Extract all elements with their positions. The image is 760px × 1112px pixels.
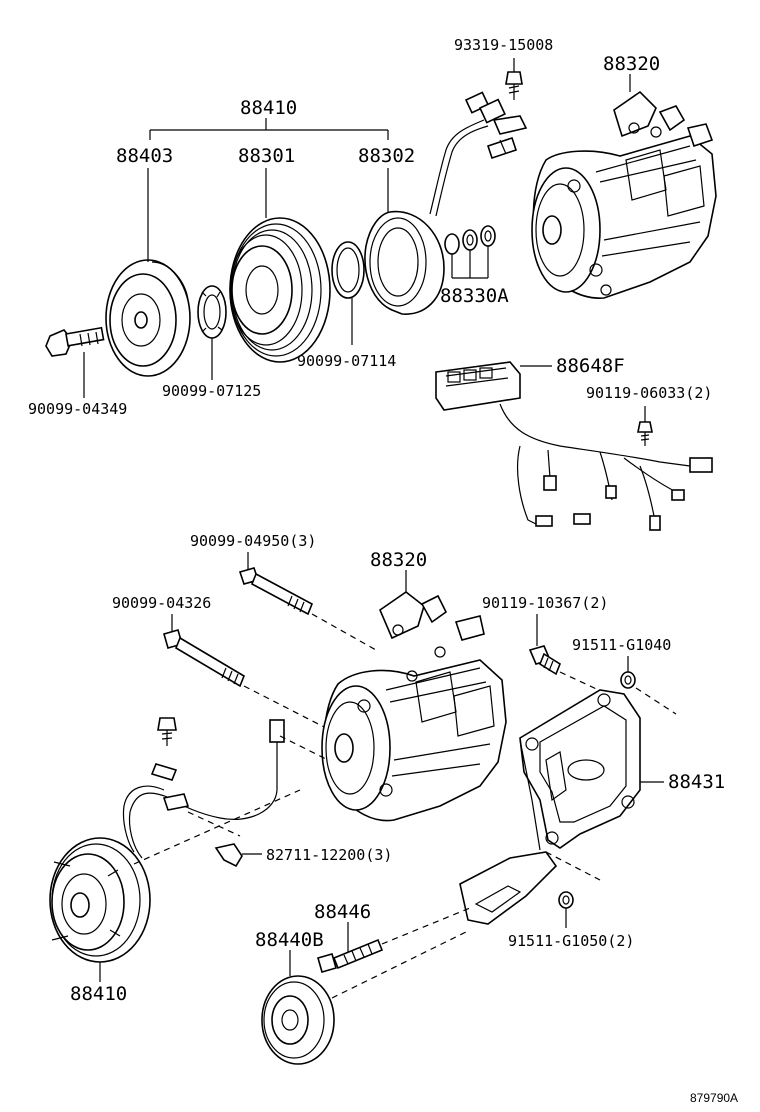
label-88301: 88301 — [238, 145, 295, 167]
nut-91511-g1040[interactable] — [620, 671, 636, 689]
bracket-88431[interactable] — [519, 689, 641, 849]
dash-clutch-top — [279, 735, 329, 761]
connector-88648f[interactable] — [435, 361, 521, 411]
label-90119-10367: 90119-10367(2) — [482, 594, 608, 612]
label-90119-06033: 90119-06033(2) — [586, 384, 712, 402]
bracket-88410-group — [149, 118, 389, 140]
bolt-93319-15008[interactable] — [505, 71, 523, 100]
field-coil-88302[interactable] — [364, 210, 445, 315]
label-88320-top: 88320 — [603, 53, 660, 75]
bolt-90099-04349[interactable] — [45, 326, 105, 357]
dash-88440b — [331, 929, 471, 999]
label-93319-15008: 93319-15008 — [454, 36, 553, 54]
label-91511-g1050: 91511-G1050(2) — [508, 932, 634, 950]
compressor-88320-middle[interactable] — [321, 591, 507, 822]
dash-91511-g1040 — [635, 687, 677, 715]
bolt-90119-06033[interactable] — [637, 421, 653, 446]
dash-88446 — [381, 907, 471, 945]
label-90099-04349: 90099-04349 — [28, 400, 127, 418]
dash-clutch-88410 — [133, 789, 301, 865]
label-88302: 88302 — [358, 145, 415, 167]
label-88648f: 88648F — [556, 355, 625, 377]
label-88431: 88431 — [668, 771, 725, 793]
idler-pulley-88440b[interactable] — [261, 975, 335, 1065]
bolt-90119-10367[interactable] — [528, 645, 561, 676]
shims-88330a[interactable] — [444, 225, 496, 255]
clip-82711-12200[interactable] — [214, 843, 243, 868]
compressor-88320-top[interactable] — [531, 90, 717, 299]
wire-harness — [499, 403, 713, 531]
leader-88330a — [451, 246, 489, 279]
bolt-90099-04326[interactable] — [163, 629, 245, 688]
label-90099-07114: 90099-07114 — [297, 352, 396, 370]
label-91511-g1040: 91511-G1040 — [572, 636, 671, 654]
label-88410-bottom: 88410 — [70, 983, 127, 1005]
coil-wire-harness — [429, 91, 528, 217]
clutch-hub-88403[interactable] — [105, 259, 191, 377]
label-88440b: 88440B — [255, 929, 324, 951]
bolt-90099-04950[interactable] — [238, 567, 314, 616]
label-90099-04326: 90099-04326 — [112, 594, 211, 612]
label-88320-middle: 88320 — [370, 549, 427, 571]
dash-90099-04950 — [311, 613, 377, 651]
label-82711-12200: 82711-12200(3) — [266, 846, 392, 864]
label-90099-07125: 90099-07125 — [162, 382, 261, 400]
adjusting-bracket — [459, 739, 558, 925]
label-90099-04950: 90099-04950(3) — [190, 532, 316, 550]
label-88403: 88403 — [116, 145, 173, 167]
clutch-assembly-88410-bottom[interactable] — [49, 837, 151, 963]
clutch-wire — [122, 719, 285, 859]
nut-91511-g1050[interactable] — [558, 891, 574, 909]
label-88330a: 88330A — [440, 285, 509, 307]
label-88410-top: 88410 — [240, 97, 297, 119]
pulley-88301[interactable] — [229, 217, 331, 363]
small-bolt-left — [157, 717, 177, 746]
figure-code: 879790A — [690, 1091, 738, 1105]
label-88446: 88446 — [314, 901, 371, 923]
dash-90099-04326 — [243, 685, 331, 731]
dash-clutch-wire — [187, 811, 241, 837]
snap-ring-90099-07114[interactable] — [331, 241, 365, 299]
bolt-88446[interactable] — [317, 938, 384, 973]
shim-90099-07125[interactable] — [197, 285, 227, 339]
